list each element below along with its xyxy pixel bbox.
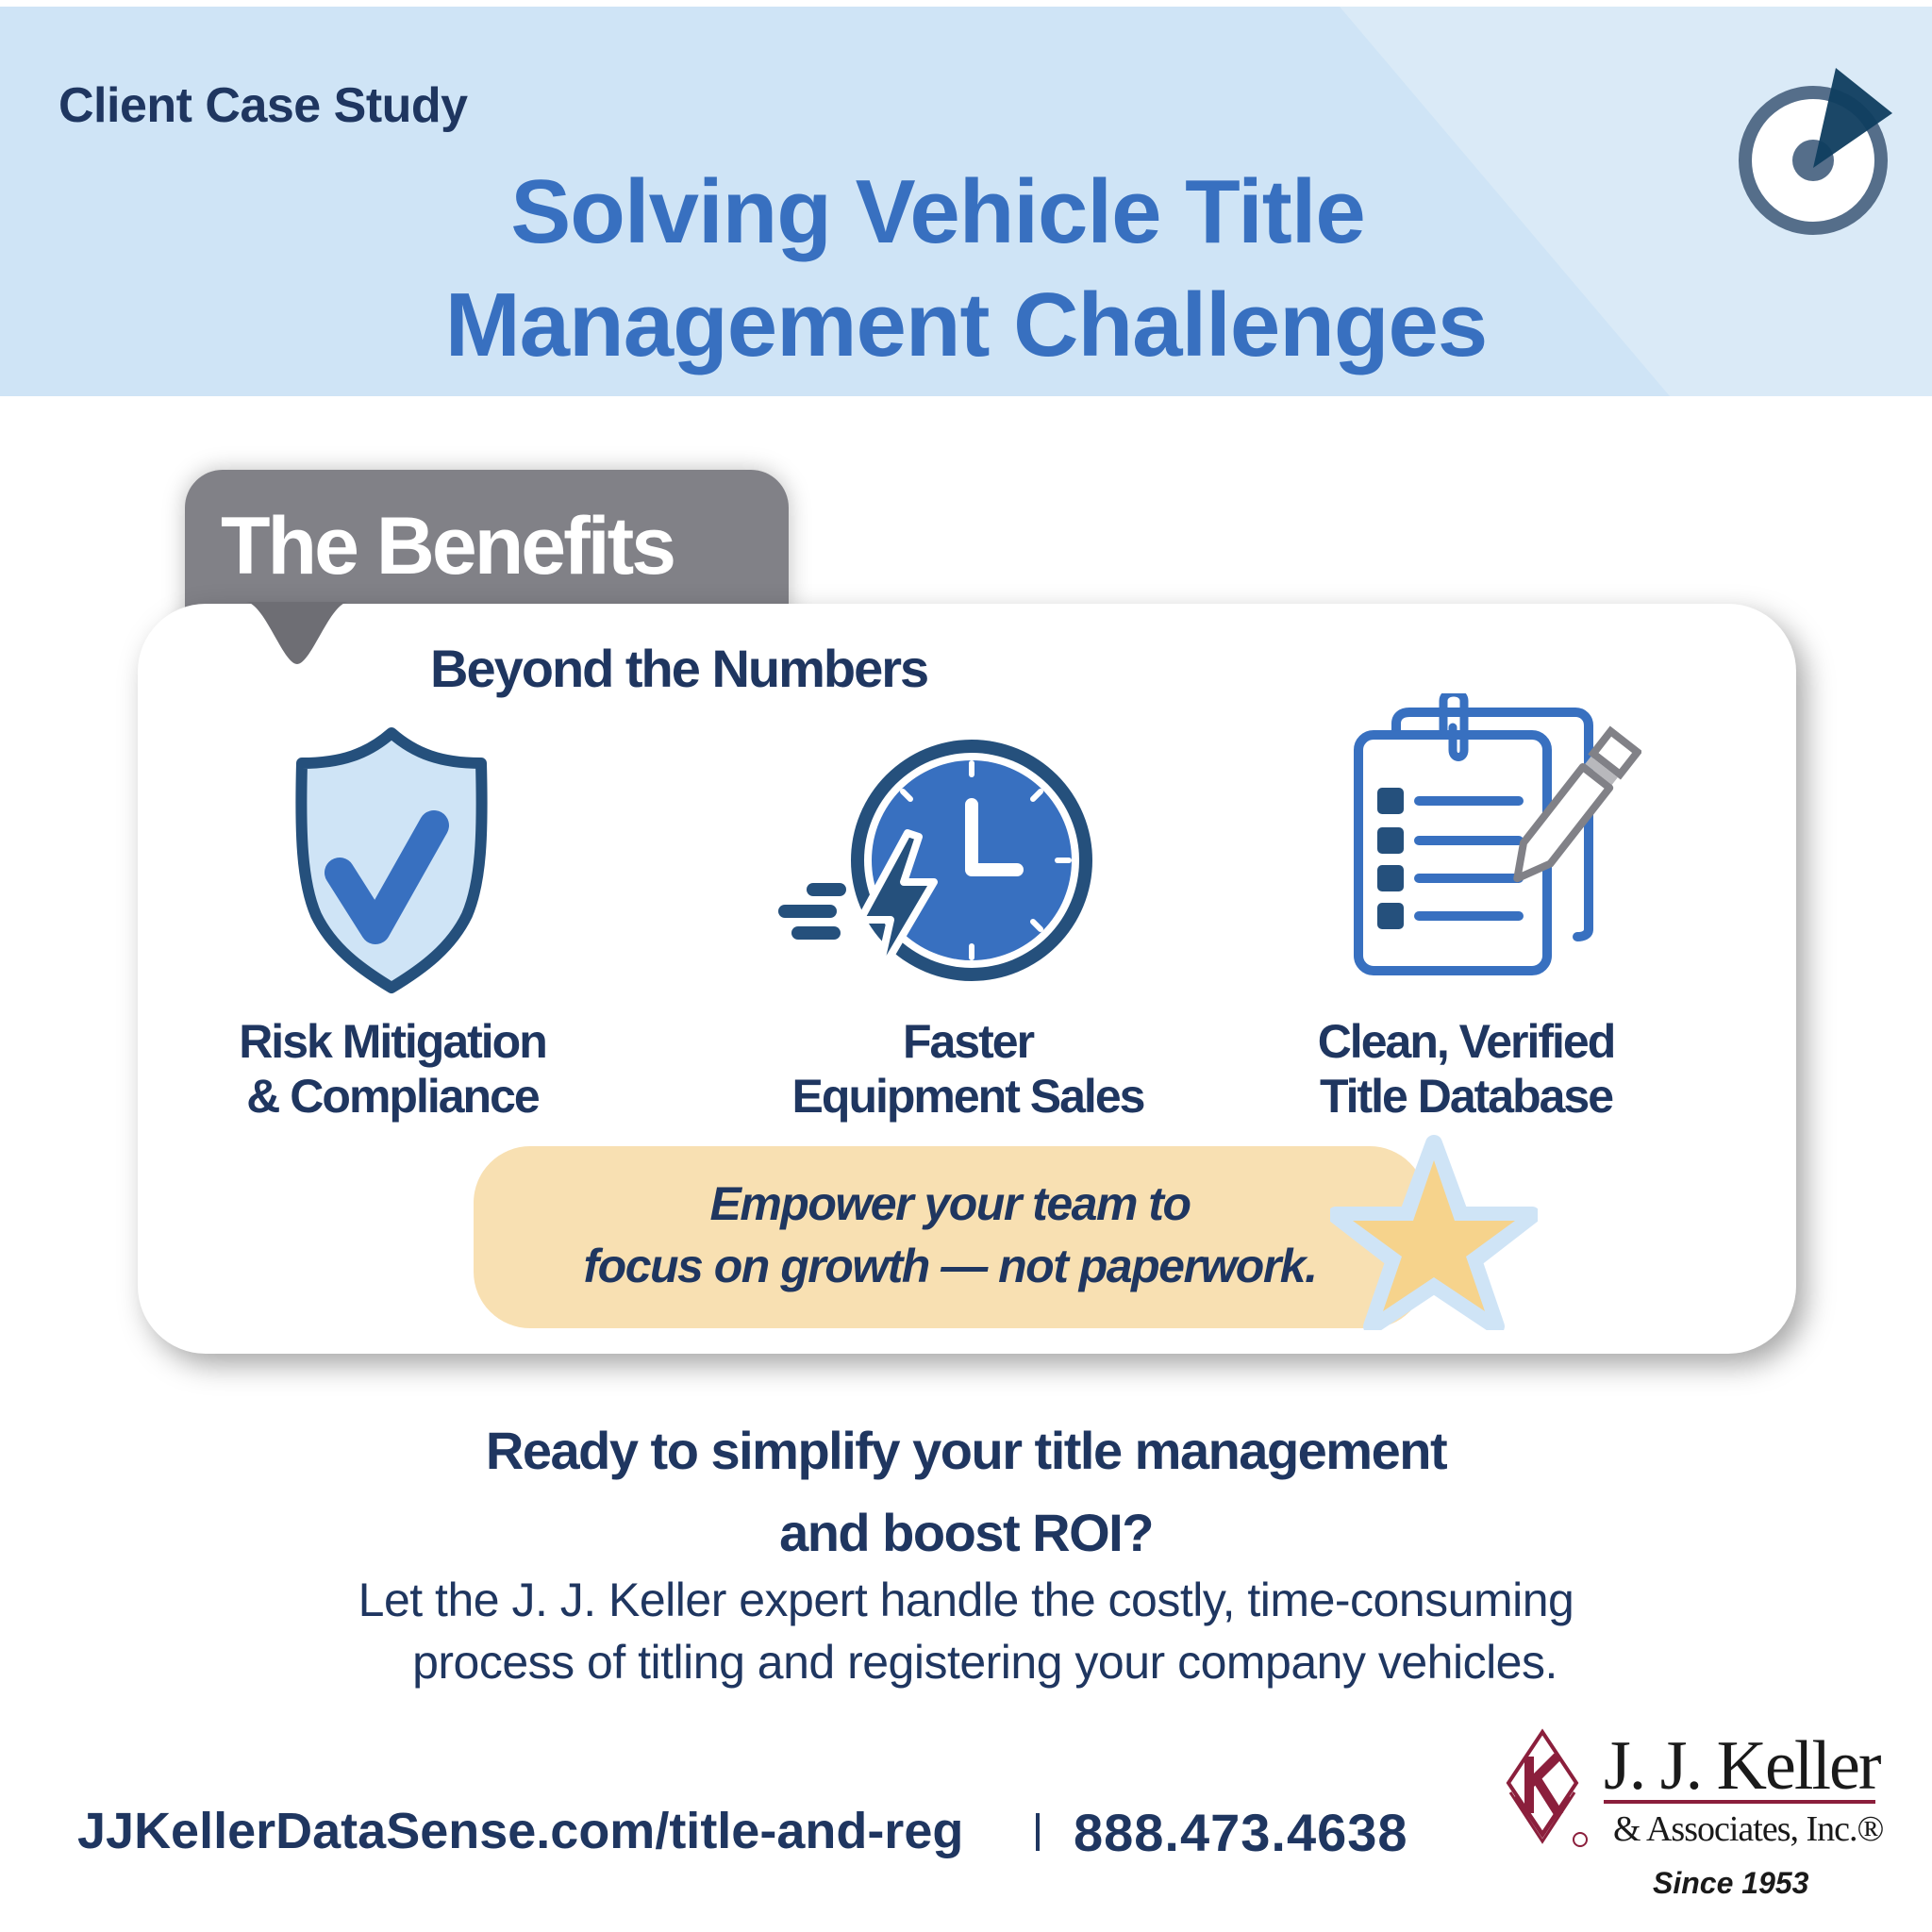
clipboard-checklist-icon: [1354, 693, 1641, 975]
cta-body-line-1: Let the J. J. Keller expert handle the c…: [358, 1574, 1574, 1626]
quote-line: Empower your team to: [709, 1177, 1192, 1230]
card-subtitle: Beyond the Numbers: [430, 639, 929, 698]
logo-subtitle: & Associates, Inc.®: [1613, 1809, 1884, 1849]
benefit-label-line: Faster: [902, 1015, 1035, 1068]
tab-notch: [198, 602, 396, 664]
page-title-line-2: Management Challenges: [444, 275, 1489, 375]
cta-body-line-2: process of titling and registering your …: [412, 1636, 1557, 1689]
benefit-label-line: & Compliance: [246, 1070, 540, 1123]
quote-line: focus on growth — not paperwork.: [583, 1240, 1319, 1292]
benefit-label-line: Equipment Sales: [791, 1070, 1146, 1123]
logo-since: Since 1953: [1653, 1866, 1809, 1900]
page-title-line-1: Solving Vehicle Title: [510, 161, 1366, 262]
website-link[interactable]: JJKellerDataSense.com/title-and-reg: [77, 1803, 964, 1859]
header-banner: [0, 7, 1932, 396]
cta-heading-line-1: Ready to simplify your title management: [485, 1421, 1448, 1480]
phone-link[interactable]: 888.473.4638: [1074, 1803, 1408, 1862]
logo-name: J. J. Keller: [1604, 1727, 1881, 1805]
jj-keller-logo-icon: [1506, 1728, 1588, 1847]
target-icon: [1739, 68, 1892, 235]
quote-box: [474, 1146, 1426, 1328]
benefit-label-line: Clean, Verified: [1317, 1015, 1617, 1068]
star-icon: [1330, 1135, 1538, 1330]
shield-check-icon: [295, 727, 488, 993]
benefits-tab-label: The Benefits: [221, 501, 676, 591]
eyebrow-label: Client Case Study: [58, 78, 468, 133]
quote-text: Empower your team to focus on growth — n…: [474, 1173, 1426, 1297]
benefit-label-risk: Risk Mitigation & Compliance: [166, 1014, 619, 1124]
benefit-label-line: Title Database: [1319, 1070, 1614, 1123]
benefit-label-line: Risk Mitigation: [239, 1015, 548, 1068]
footer-separator: [1036, 1813, 1040, 1851]
logo-rule: [1604, 1800, 1875, 1804]
benefit-label-database: Clean, Verified Title Database: [1240, 1014, 1692, 1124]
fast-clock-icon: [778, 740, 1092, 982]
benefit-label-sales: Faster Equipment Sales: [741, 1014, 1194, 1124]
cta-heading-line-2: and boost ROI?: [779, 1503, 1154, 1562]
